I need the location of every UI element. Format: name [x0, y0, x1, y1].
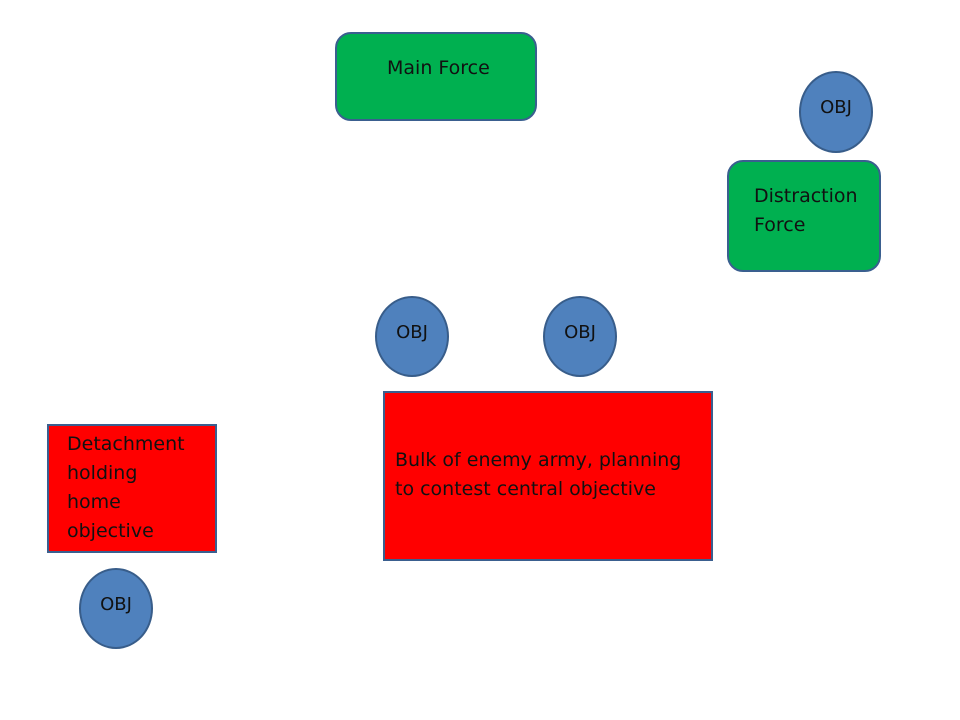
objective-label: OBJ: [820, 97, 852, 118]
enemy-detachment-box: Detachment holding home objective: [47, 424, 217, 553]
objective-marker-center-right: OBJ: [543, 296, 617, 377]
enemy-bulk-label: Bulk of enemy army, planning to contest …: [395, 449, 682, 500]
objective-marker-bottom-left: OBJ: [79, 568, 153, 649]
enemy-bulk-box: Bulk of enemy army, planning to contest …: [383, 391, 713, 561]
objective-label: OBJ: [564, 321, 596, 343]
main-force-label: Main Force: [387, 57, 490, 79]
distraction-force-label: Distraction Force: [754, 185, 858, 236]
objective-label: OBJ: [396, 321, 428, 343]
objective-marker-center-left: OBJ: [375, 296, 449, 377]
objective-label: OBJ: [100, 593, 132, 615]
enemy-detachment-label: Detachment holding home objective: [67, 433, 185, 542]
distraction-force-box: Distraction Force: [727, 160, 881, 272]
main-force-box: Main Force: [335, 32, 537, 121]
objective-marker-top-right: OBJ: [799, 71, 873, 153]
